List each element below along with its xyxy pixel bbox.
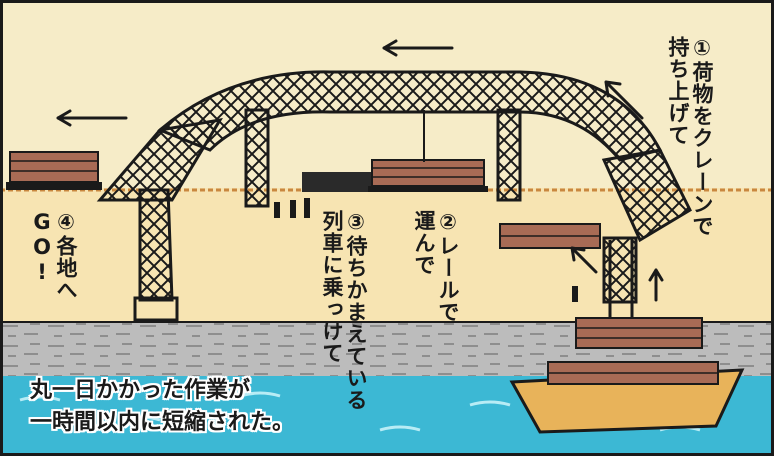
step4-label: ④各地へ GO! — [30, 210, 78, 301]
step1-label: ①荷物をクレーンで 持ち上げて — [666, 36, 714, 237]
step1-line1: ①荷物をクレーンで — [690, 36, 714, 237]
center-log-train — [302, 159, 488, 192]
step1-line2: 持ち上げて — [666, 36, 690, 146]
caption-line2: 一時間以内に短縮された。 — [30, 410, 295, 435]
step2-line1: ②レールで — [436, 210, 460, 323]
hanging-logs — [499, 223, 601, 249]
step3-line2: 列車に乗っけて — [320, 210, 344, 364]
step3-label: ③待ちかまえている 列車に乗っけて — [320, 210, 368, 411]
step3-line1: ③待ちかまえている — [344, 210, 368, 411]
caption-line1: 丸一日かかった作業が — [30, 378, 251, 403]
workers — [274, 198, 578, 302]
boat — [509, 361, 745, 434]
step2-line2: 運んで — [412, 210, 436, 276]
lifted-logs — [575, 317, 703, 349]
motion-arrows — [56, 39, 664, 302]
gantry-crane — [96, 70, 692, 330]
left-log-train — [6, 151, 102, 190]
step4-line2: GO! — [30, 210, 54, 285]
step4-line1: ④各地へ — [54, 210, 78, 301]
step2-label: ②レールで 運んで — [412, 210, 460, 323]
